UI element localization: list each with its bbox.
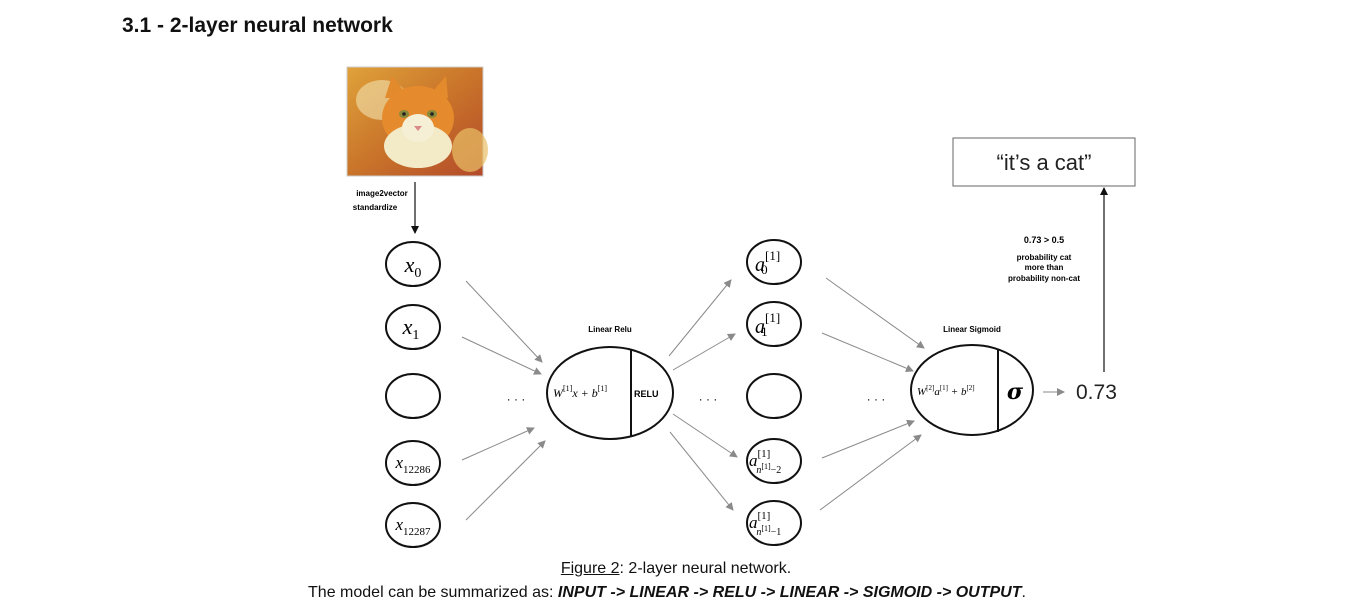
layer1-label: Linear Relu — [588, 325, 632, 334]
svg-text:a[1]1: a[1]1 — [755, 310, 780, 339]
figure-ref: Figure 2 — [560, 560, 620, 577]
svg-text:RELU: RELU — [634, 389, 659, 399]
svg-text:a[1]n[1]−2: a[1]n[1]−2 — [749, 448, 781, 476]
summary-prefix: The model can be summarized as: — [308, 584, 558, 601]
cat-photo-icon — [346, 66, 488, 177]
layer1-node: W[1]x + b[1] RELU — [546, 346, 674, 440]
input-node: x12287 — [385, 502, 441, 548]
input-node — [385, 373, 441, 419]
result-text: “it’s a cat” — [997, 150, 1092, 175]
svg-text:W[1]x + b[1]: W[1]x + b[1] — [553, 384, 607, 400]
svg-text:σ: σ — [1007, 379, 1024, 405]
preprocess-label-2: standardize — [353, 203, 398, 212]
ellipsis-input: · · · — [507, 392, 526, 406]
decision-line-4: probability non-cat — [1008, 274, 1080, 283]
output-value: 0.73 — [1076, 381, 1117, 404]
svg-text:x12286: x12286 — [394, 453, 431, 476]
svg-text:x0: x0 — [404, 252, 422, 281]
input-node: x0 — [385, 241, 441, 287]
input-node: x1 — [385, 304, 441, 350]
ellipsis-hidden: · · · — [867, 392, 886, 406]
input-node: x12286 — [385, 440, 441, 486]
hidden-node: a[1]n[1]−2 — [746, 438, 802, 484]
ellipsis-layer1: · · · — [699, 392, 718, 406]
summary-model: INPUT -> LINEAR -> RELU -> LINEAR -> SIG… — [557, 584, 1022, 601]
decision-line-3: more than — [1025, 263, 1064, 272]
hidden-node: a[1]0 — [746, 239, 802, 285]
input-to-layer1-arrows — [461, 280, 546, 521]
hidden-node — [746, 373, 802, 419]
hidden-node: a[1]n[1]−1 — [746, 500, 802, 546]
svg-text:a[1]n[1]−1: a[1]n[1]−1 — [749, 510, 781, 538]
threshold-label: 0.73 > 0.5 — [1024, 235, 1064, 245]
preprocess-label-1: image2vector — [356, 189, 408, 198]
figure-caption: Figure 2: 2-layer neural network. — [0, 560, 1357, 578]
section-title: 3.1 - 2-layer neural network — [122, 14, 393, 37]
layer2-label: Linear Sigmoid — [943, 325, 1001, 334]
figure-text: : 2-layer neural network. — [619, 560, 792, 577]
hidden-node: a[1]1 — [746, 301, 802, 347]
layer1-to-hidden-arrows — [668, 279, 738, 511]
summary-suffix: . — [1021, 584, 1026, 601]
hidden-to-layer2-arrows — [819, 277, 925, 511]
result-box: “it’s a cat” — [952, 137, 1136, 187]
svg-text:x12287: x12287 — [394, 515, 431, 538]
decision-line-2: probability cat — [1017, 253, 1072, 262]
svg-text:x1: x1 — [402, 314, 420, 343]
svg-text:W[2]a[1] + b[2]: W[2]a[1] + b[2] — [917, 384, 975, 398]
model-summary: The model can be summarized as: INPUT ->… — [0, 584, 1348, 602]
svg-text:a[1]0: a[1]0 — [755, 248, 780, 277]
layer2-node: W[2]a[1] + b[2] σ — [910, 344, 1034, 436]
